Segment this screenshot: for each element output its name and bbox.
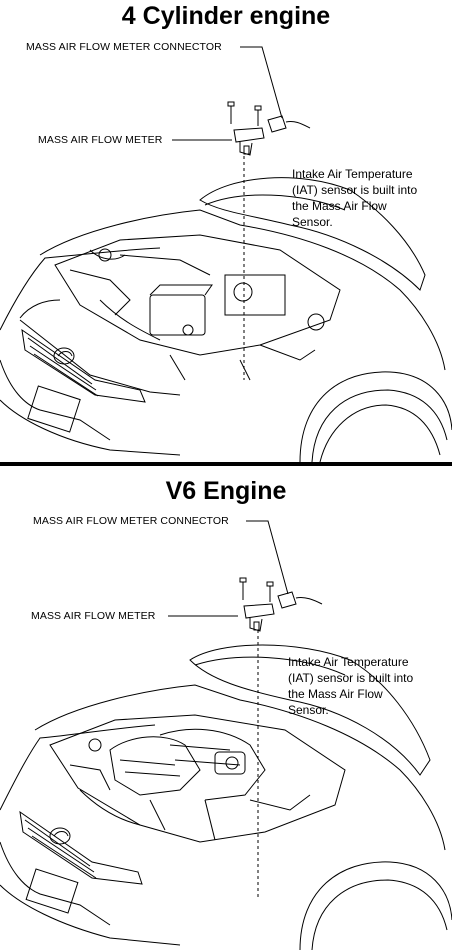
top-iat-note: Intake Air Temperature (IAT) sensor is b… [292,167,418,229]
top-grille [21,328,146,403]
bottom-cap-icon [225,756,239,770]
top-hood [199,177,426,291]
connector-icon [267,115,311,133]
top-battery [149,294,206,336]
top-connector-label: MASS AIR FLOW METER CONNECTOR [26,41,222,53]
bottom-emblem-icon [49,827,71,845]
bottom-connector-leader [246,520,289,595]
bottom-grille [19,810,143,885]
bottom-title: V6 Engine [165,477,287,505]
bottom-iat-note: Intake Air Temperature (IAT) sensor is b… [288,655,414,717]
bottom-engine-bay [49,714,346,843]
top-meter-label: MASS AIR FLOW METER [38,134,163,146]
bolt-icon [266,581,274,602]
bolt-icon [254,105,262,126]
bottom-connector-label: MASS AIR FLOW METER CONNECTOR [33,515,229,527]
bolt-icon [227,101,235,124]
top-engine-illustration [0,46,452,462]
mass-air-flow-meter-icon [243,603,275,632]
top-title: 4 Cylinder engine [121,2,331,30]
top-connector-leader [240,46,283,119]
bolt-icon [239,577,247,600]
mass-air-flow-meter-icon [233,127,265,156]
top-engine-bay [54,234,341,381]
top-wheel-arch [299,371,452,462]
bottom-meter-label: MASS AIR FLOW METER [31,610,156,622]
bottom-intake-manifold [109,736,201,796]
bottom-wheel-arch [299,861,452,950]
bottom-fender-line [34,684,446,851]
section-divider [0,462,452,466]
top-emblem-icon [53,347,75,365]
bottom-hood [189,644,431,776]
connector-icon [277,591,323,609]
top-fender-line [39,209,446,371]
top-cap-icon [233,282,253,302]
